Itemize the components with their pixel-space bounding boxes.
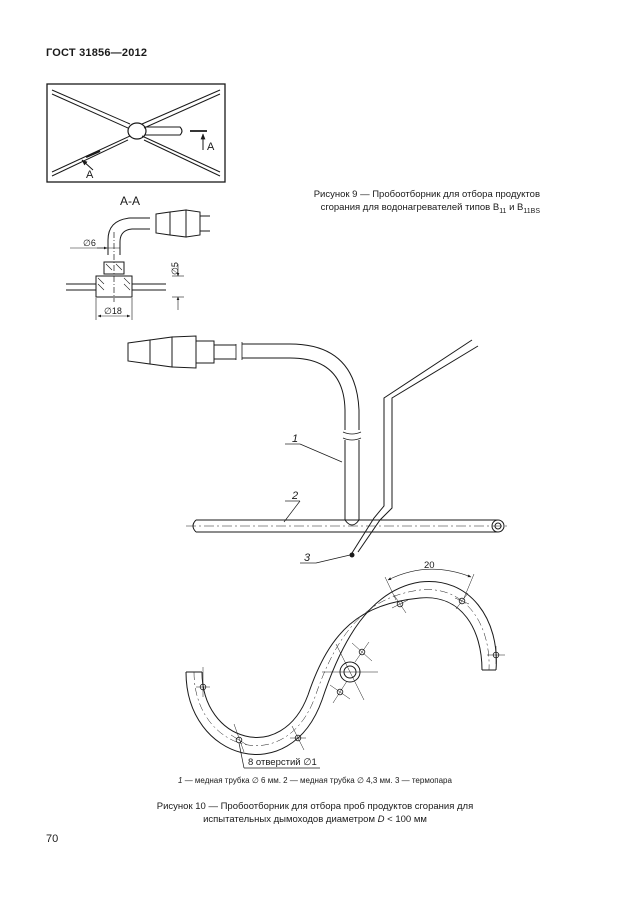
fig9-section-title: А-А bbox=[120, 194, 140, 208]
fig9-section-view bbox=[66, 209, 210, 320]
caption-text: сгорания для водонагревателей типов B bbox=[320, 202, 500, 213]
fig10-hose-barb bbox=[127, 335, 236, 369]
fig9-section-marker-right: А bbox=[207, 141, 215, 153]
fig9-plan-view bbox=[46, 83, 226, 183]
fig10-thermocouple-tip bbox=[349, 552, 355, 558]
legend-text-2: — медная трубка ∅ 4,3 мм. bbox=[287, 776, 395, 785]
fig10-holes-note: 8 отверстий ∅1 bbox=[248, 757, 317, 768]
fig10-callout-2: 2 bbox=[291, 490, 298, 502]
fig9-dim-base-diameter: ∅18 bbox=[104, 306, 122, 316]
fig9-dim-height: ∅5 bbox=[170, 262, 180, 275]
figure-9-caption: Рисунок 9 — Пробоотборник для отбора про… bbox=[268, 188, 540, 218]
fig9-section-marker-left: А bbox=[86, 169, 94, 181]
fig10-tube-2 bbox=[186, 519, 508, 533]
figure-10-caption-line-1: Рисунок 10 — Пробоотборник для отбора пр… bbox=[156, 801, 474, 812]
caption-subscript: 11BS bbox=[523, 207, 540, 215]
legend-text-3: — термопара bbox=[399, 776, 452, 785]
figure-10-legend: 1 — медная трубка ∅ 6 мм. 2 — медная тру… bbox=[40, 776, 590, 785]
figure-9-caption-line-1: Рисунок 9 — Пробоотборник для отбора про… bbox=[313, 189, 540, 200]
document-header: ГОСТ 31856—2012 bbox=[46, 47, 148, 59]
figure-10-caption-line-2: испытательных дымоходов диаметром D < 10… bbox=[40, 813, 590, 826]
fig10-s-probe bbox=[185, 568, 505, 769]
fig10-callout-3: 3 bbox=[304, 552, 311, 564]
fig10-thermocouple bbox=[351, 339, 479, 554]
legend-number-1: 1 bbox=[178, 776, 183, 785]
caption-text: и B bbox=[506, 202, 524, 213]
caption-text: испытательных дымоходов диаметром bbox=[203, 814, 378, 825]
fig10-dim-spacing: 20 bbox=[424, 560, 435, 571]
figure-9-caption-line-2: сгорания для водонагревателей типов B11 … bbox=[268, 201, 540, 218]
fig10-tube-1 bbox=[235, 342, 362, 526]
fig9-dim-tube-diameter: ∅6 bbox=[83, 238, 96, 248]
caption-text: < 100 мм bbox=[384, 814, 427, 825]
legend-text-1: — медная трубка ∅ 6 мм. bbox=[182, 776, 284, 785]
figure-10-caption: Рисунок 10 — Пробоотборник для отбора пр… bbox=[40, 800, 590, 826]
fig10-callout-1: 1 bbox=[292, 433, 298, 445]
legend-number-2: 2 bbox=[283, 776, 288, 785]
caption-variable: D bbox=[377, 814, 385, 825]
legend-number-3: 3 bbox=[394, 776, 400, 785]
page-number: 70 bbox=[46, 833, 59, 845]
caption-subscript: 11 bbox=[499, 207, 507, 215]
